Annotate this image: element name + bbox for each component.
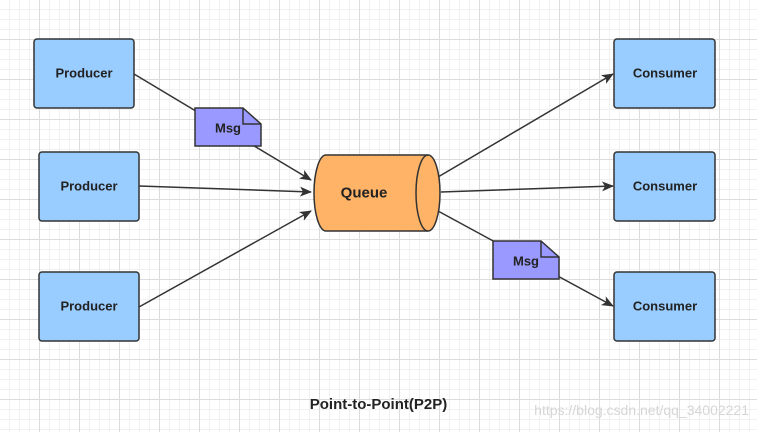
consumer-label: Consumer bbox=[633, 299, 697, 314]
queue-label: Queue bbox=[341, 185, 388, 202]
producer-label: Producer bbox=[55, 66, 112, 81]
consumer-node-2: Consumer bbox=[613, 151, 716, 222]
watermark-text: https://blog.csdn.net/qq_34002221 bbox=[534, 402, 749, 418]
producer-node-2: Producer bbox=[38, 151, 140, 222]
consumer-node-1: Consumer bbox=[613, 38, 716, 109]
producer-node-3: Producer bbox=[38, 271, 140, 342]
msg-label: Msg bbox=[215, 121, 241, 136]
queue-node: Queue bbox=[313, 154, 441, 232]
edge-queue-to-consumer-1 bbox=[437, 73, 614, 178]
producer-label: Producer bbox=[60, 299, 117, 314]
producer-label: Producer bbox=[60, 179, 117, 194]
msg-note-1: Msg bbox=[194, 107, 262, 147]
consumer-node-3: Consumer bbox=[613, 271, 716, 342]
edge-queue-to-consumer-2 bbox=[440, 181, 614, 193]
consumer-label: Consumer bbox=[633, 66, 697, 81]
producer-node-1: Producer bbox=[33, 38, 135, 109]
edge-producer-3-to-queue bbox=[138, 210, 312, 308]
consumer-label: Consumer bbox=[633, 179, 697, 194]
msg-label: Msg bbox=[513, 254, 539, 269]
diagram-caption: Point-to-Point(P2P) bbox=[309, 396, 448, 413]
msg-note-2: Msg bbox=[492, 240, 560, 280]
edge-producer-2-to-queue bbox=[138, 185, 312, 197]
